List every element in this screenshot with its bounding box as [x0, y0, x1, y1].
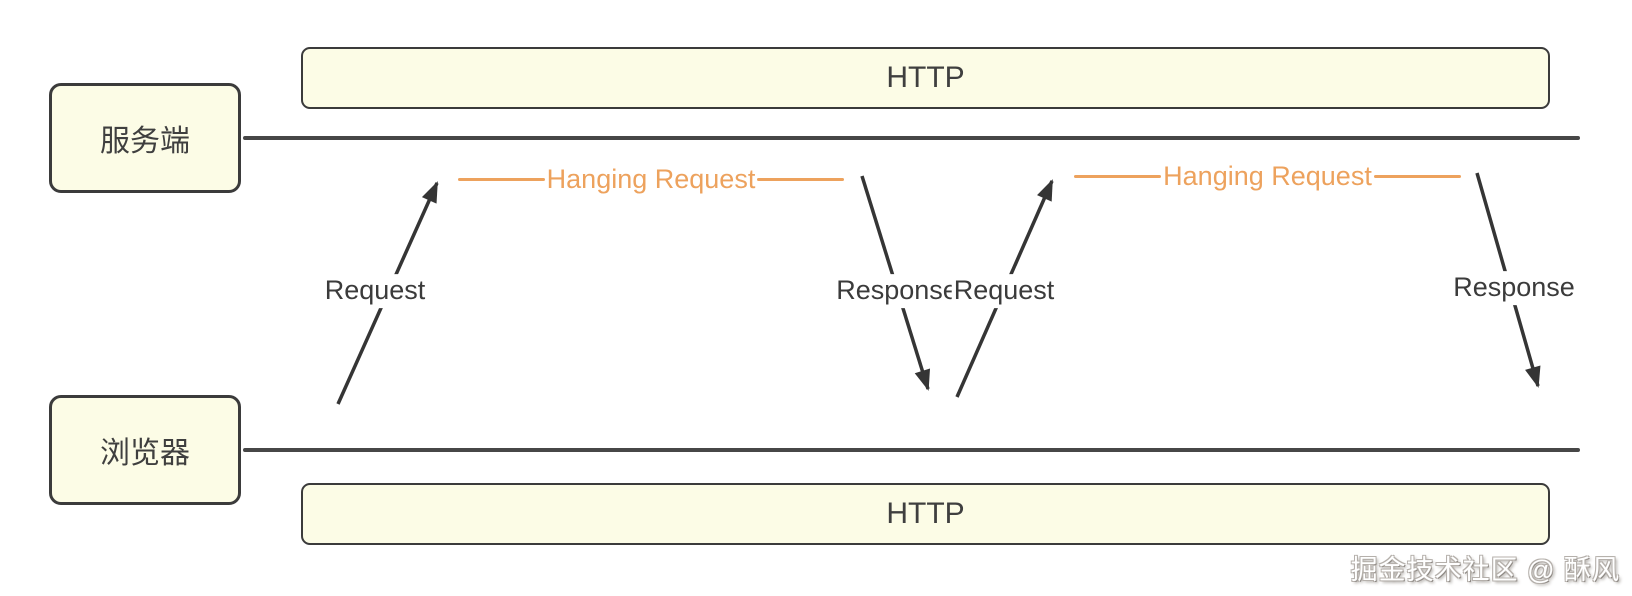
http-channel-label-top: HTTP — [886, 61, 965, 94]
hanging-request-label-2: Hanging Request — [1163, 160, 1372, 191]
server-actor-label: 服务端 — [100, 125, 190, 158]
browser-actor-label: 浏览器 — [100, 437, 190, 470]
hanging-request-label-1: Hanging Request — [546, 163, 756, 194]
response1-label: Response — [834, 274, 960, 308]
response2-label: Response — [1451, 271, 1577, 305]
hanging-line-right-2 — [1373, 174, 1461, 178]
hanging-request-1: Hanging Request — [458, 159, 844, 199]
http-channel-bar-top: HTTP — [301, 47, 1550, 109]
watermark-text: 掘金技术社区 @ 酥风 — [1350, 555, 1620, 585]
http-channel-bar-bottom: HTTP — [301, 483, 1550, 545]
browser-lifeline — [243, 448, 1580, 452]
request1-label: Request — [322, 274, 428, 308]
server-actor-box: 服务端 — [49, 83, 241, 193]
hanging-line-left-2 — [1074, 174, 1162, 178]
hanging-request-2: Hanging Request — [1074, 156, 1461, 196]
server-lifeline — [243, 136, 1580, 140]
browser-actor-box: 浏览器 — [49, 395, 241, 505]
request2-label: Request — [951, 274, 1057, 308]
http-channel-label-bottom: HTTP — [886, 497, 965, 530]
hanging-line-right-1 — [757, 177, 844, 181]
hanging-line-left-1 — [458, 177, 545, 181]
